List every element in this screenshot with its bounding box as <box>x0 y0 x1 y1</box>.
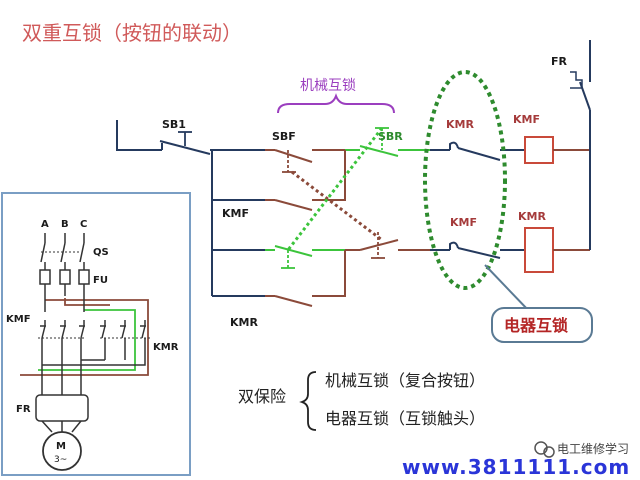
kmf-coil-label: KMF <box>513 113 540 126</box>
footer-url: www.3811111.com <box>402 455 630 479</box>
motor-label: M <box>56 441 66 452</box>
sb1-label: SB1 <box>162 118 186 131</box>
fuse-b <box>59 269 71 285</box>
fr-element <box>35 394 89 422</box>
sbr-label: SBR <box>378 130 403 143</box>
phase-a-label: A <box>41 219 49 230</box>
sbf-label: SBF <box>272 130 296 143</box>
main-kmf-label: KMF <box>6 314 31 325</box>
main-fr-label: FR <box>16 404 31 415</box>
fuse-c <box>78 269 90 285</box>
diagram-title: 双重互锁（按钮的联动） <box>22 21 242 45</box>
electrical-interlock-label: 电器互锁 <box>504 316 568 335</box>
kmf-hold-label: KMF <box>222 207 249 220</box>
mech-link-sbr <box>286 127 384 251</box>
kmr-hold-label: KMR <box>230 316 258 329</box>
control-circuit: SB1 SBF SBR KMR KMF KMF <box>116 40 591 329</box>
main-kmr-label: KMR <box>153 342 179 353</box>
motor-symbol <box>42 431 82 471</box>
main-circuit: A B C QS FU KMF <box>6 219 179 471</box>
kmr-contact-label: KMR <box>446 118 474 131</box>
fu-label: FU <box>93 275 108 286</box>
double-protection-item1: 机械互锁（复合按钮） <box>325 371 485 390</box>
main-circuit-panel <box>1 192 191 476</box>
protection-brace <box>299 371 317 431</box>
electrical-interlock-box <box>491 307 593 343</box>
electrical-interlock-ellipse <box>423 70 507 290</box>
fuse-a <box>39 269 51 285</box>
electrical-pointer <box>484 264 531 313</box>
fr-contact-label: FR <box>551 55 568 68</box>
motor-phase-label: 3~ <box>54 455 67 465</box>
kmr-coil <box>524 227 554 273</box>
kmr-coil-label: KMR <box>518 210 546 223</box>
mechanical-brace <box>277 93 395 114</box>
mechanical-interlock-label: 机械互锁 <box>300 78 356 94</box>
double-protection-item2: 电器互锁（互锁触头） <box>325 409 485 428</box>
watermark: 电工维修学习 <box>534 441 629 458</box>
kmf-contact-label: KMF <box>450 216 477 229</box>
phase-c-label: C <box>80 219 87 230</box>
qs-label: QS <box>93 247 109 258</box>
double-protection-heading: 双保险 <box>238 387 286 406</box>
mech-link-sbf <box>291 170 383 242</box>
watermark-text: 电工维修学习 <box>557 441 629 456</box>
kmf-coil <box>524 136 554 164</box>
phase-b-label: B <box>61 219 69 230</box>
